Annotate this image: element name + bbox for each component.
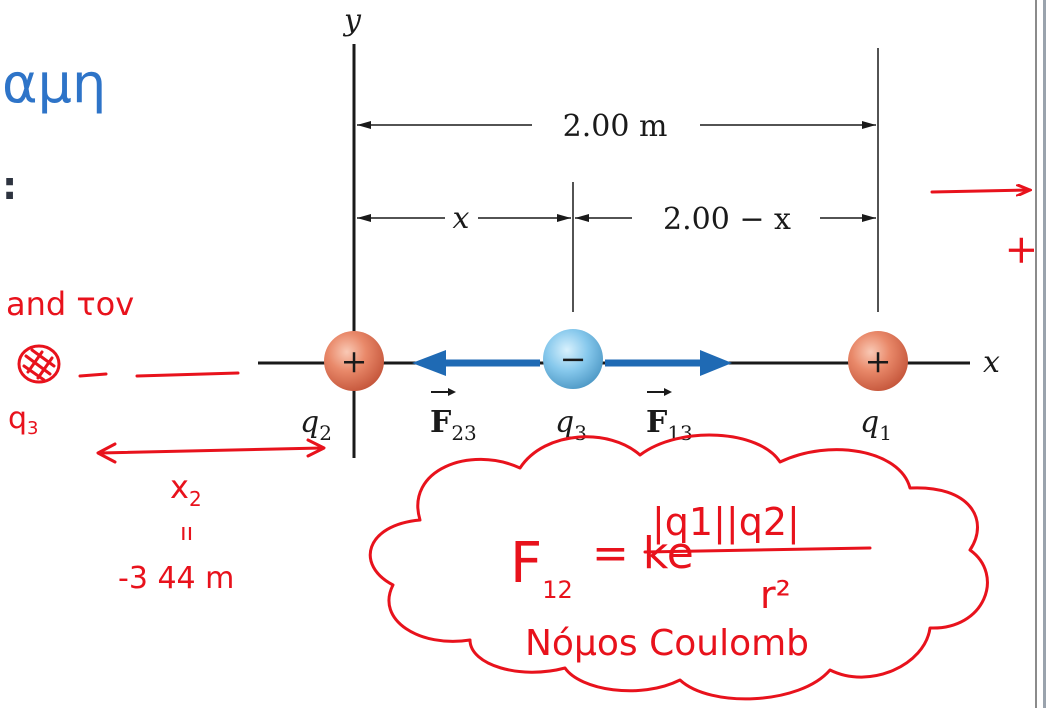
formula-fraction-bar [643, 546, 872, 554]
positive-direction-arrow [930, 190, 1030, 192]
formula-numerator: |q1||q2| [652, 500, 800, 545]
force-f23-head [412, 350, 446, 376]
charge-q2-label: q2 [300, 405, 332, 445]
x2-arrow-right-head [306, 438, 326, 458]
charge-q3-sign: − [560, 340, 587, 378]
force-f13-head [700, 350, 732, 376]
formula-denominator: r² [760, 573, 791, 617]
window-edge-scrollbar[interactable] [1035, 0, 1047, 708]
q3-placed-charge [17, 344, 61, 384]
svg-text:F13: F13 [646, 405, 693, 445]
dash-mark-2 [135, 371, 240, 378]
q3-hand-label: q3 [8, 401, 39, 439]
right-distance-label: 2.00 − x [663, 202, 791, 237]
x2-equals-mark: ıı [180, 518, 193, 546]
charge-q1 [848, 331, 908, 391]
charge-q1-sign: + [865, 342, 892, 380]
formula-lhs: F12 [510, 531, 573, 604]
x-axis-label: x [983, 345, 1000, 380]
x2-value: -3 44 m [118, 561, 234, 596]
total-distance-label: 2.00 m [563, 109, 668, 144]
y-axis-label: y [342, 3, 362, 38]
charge-q3-label: q3 [555, 405, 587, 445]
charge-q2 [324, 331, 384, 391]
charge-q3 [543, 329, 603, 389]
x2-hand-label: x2 [170, 468, 202, 511]
charge-q1-label: q1 [860, 405, 892, 445]
charge-q2-sign: + [341, 342, 368, 380]
q3-charge-hatching [22, 348, 56, 382]
slide-title-fragment: αμη [2, 52, 107, 115]
svg-text:F23: F23 [430, 405, 477, 445]
x2-distance-arrow [98, 446, 324, 455]
nomos-coulomb-text: Nóμos Coulomb [525, 623, 809, 664]
and-tov-text: and τov [6, 285, 134, 323]
formula-cloud [368, 433, 989, 701]
x2-arrow-left-head [96, 442, 117, 464]
force-f23-label: F23 [430, 388, 477, 445]
left-distance-label: x [453, 201, 470, 236]
slide-colon: : [2, 164, 18, 208]
formula-eq-ke: = ke [592, 528, 694, 579]
dash-mark-1 [78, 372, 108, 378]
